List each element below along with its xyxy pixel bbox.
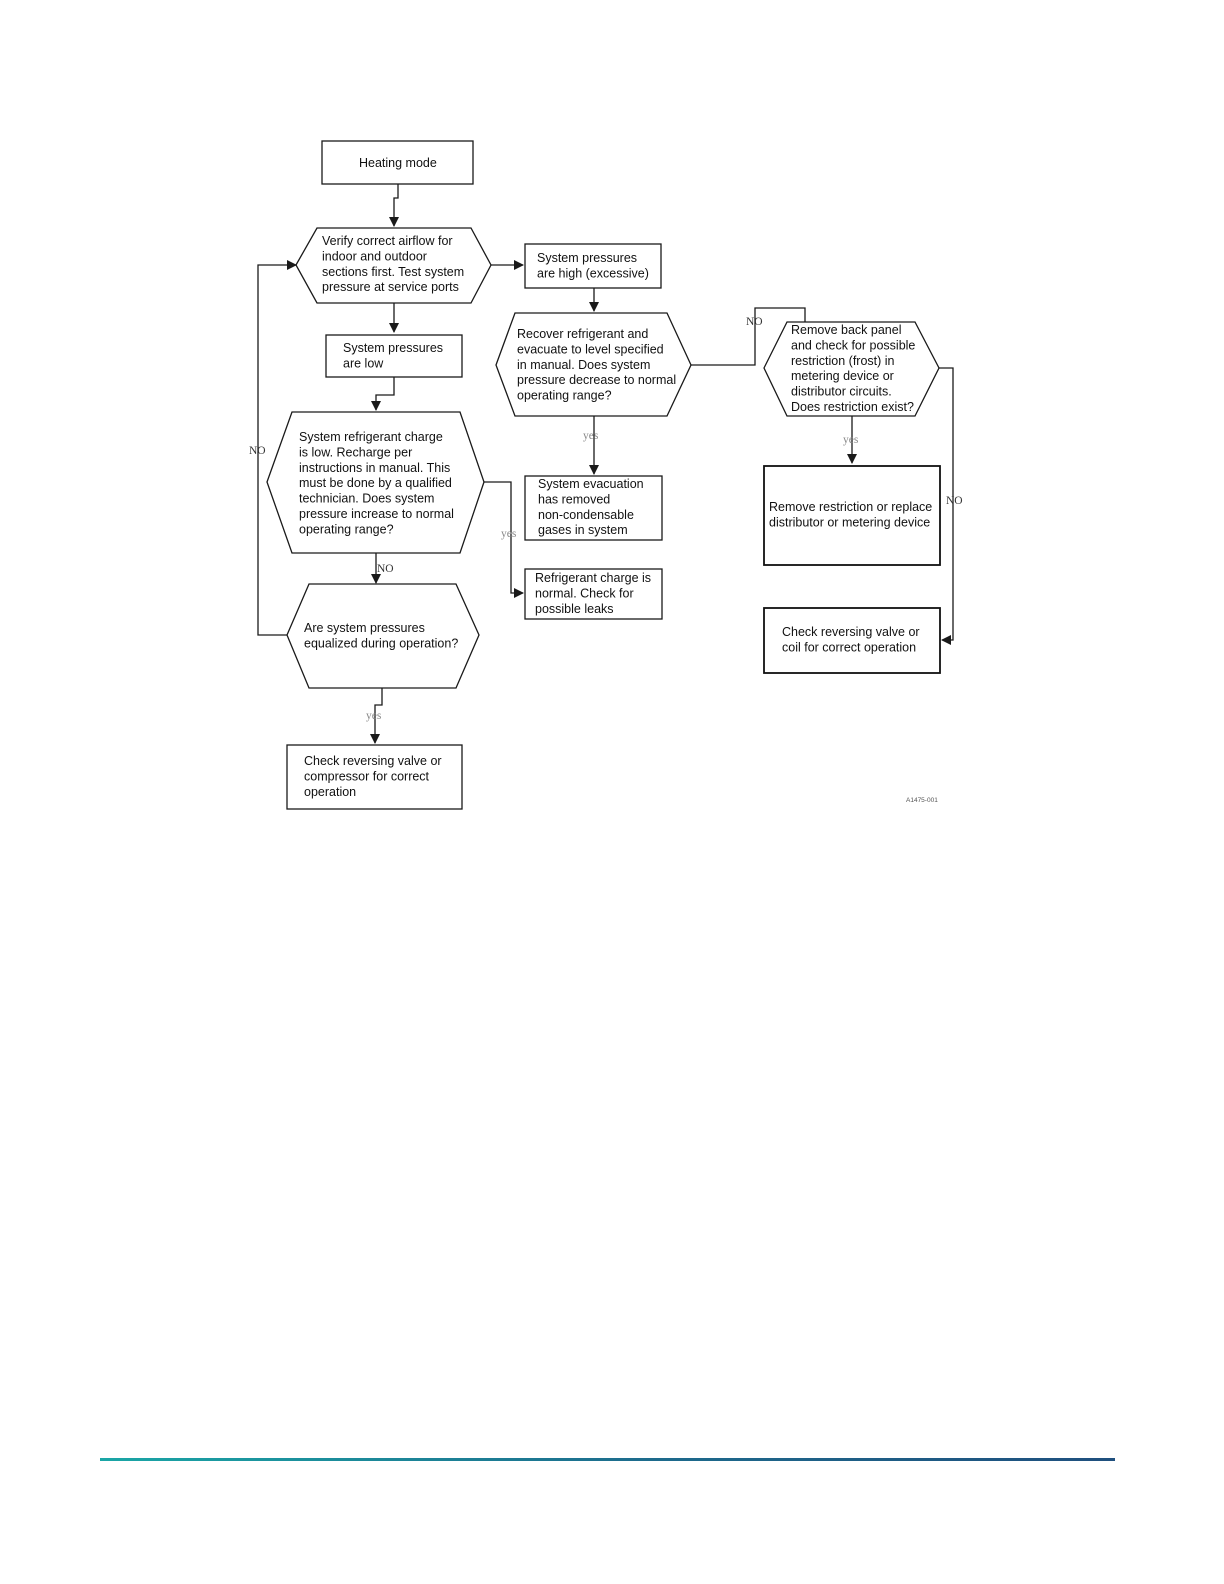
figure-id: A1475-001 [906, 797, 938, 804]
remove-back-panel-line: Remove back panel [791, 323, 901, 337]
edge-label-yes-remove-restriction: yes [843, 434, 859, 446]
connector-heating-to-verify [389, 184, 399, 227]
verify-airflow-line: indoor and outdoor [322, 249, 427, 263]
pressures-low-line: System pressures [343, 341, 443, 355]
remove-back-panel-line: metering device or [791, 369, 894, 383]
verify-airflow-line: sections first. Test system [322, 265, 464, 279]
connectors [257, 184, 954, 744]
recover-refrigerant-decision [495, 312, 692, 417]
heating-mode-box [321, 140, 474, 185]
edge-labels: NO yes NO yes yes NO yes NO [249, 316, 963, 722]
footer-rule [100, 1458, 1115, 1461]
remove-back-panel-decision [763, 321, 940, 417]
charge-normal-line: normal. Check for [535, 586, 634, 600]
heating-mode-label: Heating mode [359, 156, 437, 170]
remove-restriction-line: Remove restriction or replace [769, 500, 932, 514]
verify-airflow-line: Verify correct airflow for [322, 234, 453, 248]
connector-charge-to-normal [484, 481, 524, 598]
charge-normal-box [524, 568, 663, 620]
charge-low-line: System refrigerant charge [299, 430, 443, 444]
connector-recover-to-back-panel [691, 307, 806, 366]
pressures-high-line: System pressures [537, 251, 637, 265]
edge-label-no-back-panel: NO [746, 316, 763, 328]
check-reversing-coil-box [763, 607, 941, 674]
shapes [266, 140, 941, 810]
pressures-low-box [325, 334, 463, 378]
evacuation-removed-box [524, 475, 663, 541]
check-reversing-coil-line: coil for correct operation [782, 640, 916, 654]
equalized-line: Are system pressures [304, 621, 425, 635]
verify-airflow-decision [295, 227, 492, 304]
check-reversing-compressor-line: operation [304, 785, 356, 799]
check-reversing-compressor-box [286, 744, 463, 810]
charge-normal-line: Refrigerant charge is [535, 571, 651, 585]
equalized-decision [286, 583, 480, 689]
heating-mode-line: Heating mode [359, 156, 437, 170]
evacuation-removed-line: gases in system [538, 523, 628, 537]
charge-low-line: instructions in manual. This [299, 461, 450, 475]
check-reversing-compressor-line: Check reversing valve or [304, 754, 442, 768]
remove-back-panel-line: Does restriction exist? [791, 400, 914, 414]
charge-low-line: is low. Recharge per [299, 445, 412, 459]
charge-low-line: pressure increase to normal [299, 507, 454, 521]
connector-back-panel-to-coil-check [939, 367, 954, 645]
connector-no-loop-to-verify [257, 260, 297, 636]
recover-refrigerant-line: in manual. Does system [517, 358, 650, 372]
charge-normal-line: possible leaks [535, 602, 614, 616]
recover-refrigerant-line: Recover refrigerant and [517, 327, 648, 341]
edge-label-yes-charge-normal: yes [501, 528, 517, 540]
remove-back-panel-line: distributor circuits. [791, 385, 892, 399]
remove-back-panel-line: and check for possible [791, 338, 915, 352]
charge-low-line: technician. Does system [299, 492, 434, 506]
remove-restriction-box [763, 465, 941, 566]
connector-low-to-charge [371, 377, 395, 411]
edge-label-no-coil-check: NO [946, 495, 963, 507]
pressures-high-box [524, 243, 662, 289]
evacuation-removed-line: System evacuation [538, 477, 644, 491]
pressures-high-line: are high (excessive) [537, 266, 649, 280]
charge-low-line: operating range? [299, 522, 394, 536]
edge-label-yes-compressor: yes [366, 710, 382, 722]
recover-refrigerant-line: pressure decrease to normal [517, 373, 676, 387]
evacuation-removed-line: has removed [538, 492, 610, 506]
check-reversing-compressor-line: compressor for correct [304, 769, 430, 783]
remove-restriction-line: distributor or metering device [769, 515, 930, 529]
edge-label-no-loop: NO [249, 445, 266, 457]
equalized-line: equalized during operation? [304, 636, 458, 650]
recover-refrigerant-line: operating range? [517, 389, 612, 403]
remove-back-panel-line: restriction (frost) in [791, 354, 895, 368]
connector-equalized-to-compressor [370, 688, 383, 744]
recover-refrigerant-line: evacuate to level specified [517, 342, 664, 356]
pressures-low-line: are low [343, 356, 384, 370]
check-reversing-coil-line: Check reversing valve or [782, 625, 920, 639]
charge-low-decision [266, 411, 485, 554]
verify-airflow-line: pressure at service ports [322, 280, 459, 294]
charge-low-line: must be done by a qualified [299, 476, 452, 490]
evacuation-removed-line: non-condensable [538, 508, 634, 522]
edge-label-no-equalized: NO [377, 563, 394, 575]
edge-label-yes-evacuation: yes [583, 430, 599, 442]
